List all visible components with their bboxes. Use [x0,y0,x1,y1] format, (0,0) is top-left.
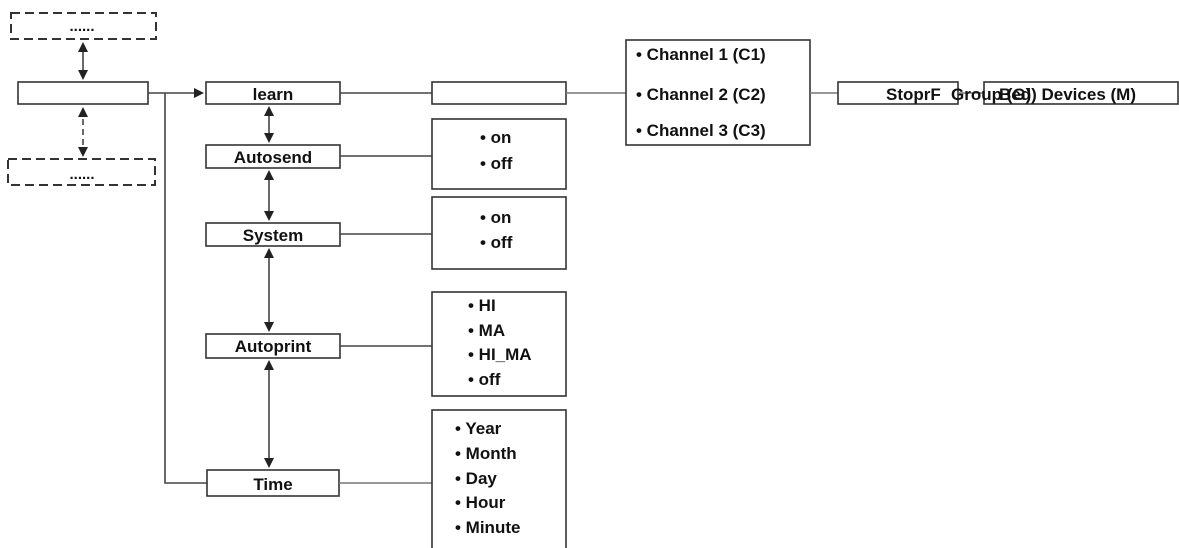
menu-item-learn-label: learn [253,85,294,104]
menu-item-autosend-label: Autosend [234,148,312,167]
time-option-month: • Month [455,444,517,463]
connector-trunk-time [164,93,207,484]
prev-menu-ellipsis: ...... [69,18,94,35]
learn-sub-node [431,81,567,105]
autosend-option-on: • on [480,128,511,147]
autosend-options-box: • on • off [431,118,567,190]
system-options-box: • on • off [431,196,567,270]
autoprint-option-off: • off [468,370,501,389]
menu-item-time: Time [206,469,340,497]
prev-menu-node: ...... [10,12,157,40]
system-option-off: • off [480,233,513,252]
devices-label: Bed) Devices (M) [999,85,1136,104]
autoprint-option-hi-ma: • HI_MA [468,345,532,364]
devices-node: Group (G) Bed) Devices (M) [951,81,1179,105]
time-option-year: • Year [455,419,502,438]
channel-2-option: • Channel 2 (C2) [636,85,766,104]
next-menu-node: ...... [7,158,156,186]
time-options-box: • Year • Month • Day • Hour • Minute [431,409,567,548]
time-option-day: • Day [455,469,497,488]
system-option-on: • on [480,208,511,227]
stop-label: StoprF [886,85,941,104]
channels-box: • Channel 1 (C1) • Channel 2 (C2) • Chan… [625,39,811,146]
menu-item-system-label: System [243,226,303,245]
autoprint-option-hi: • HI [468,296,496,315]
time-option-minute: • Minute [455,518,520,537]
menu-item-autosend: Autosend [205,144,341,169]
menu-item-learn: learn [205,81,341,105]
group-label: Group (G) [951,85,1031,104]
menu-item-time-label: Time [253,475,292,494]
time-option-hour: • Hour [455,493,506,512]
stop-node: StoprF [837,81,959,105]
menu-item-autoprint: Autoprint [205,333,341,359]
menu-item-autoprint-label: Autoprint [235,337,312,356]
autosend-option-off: • off [480,154,513,173]
autoprint-options-box: • HI • MA • HI_MA • off [431,291,567,397]
channel-3-option: • Channel 3 (C3) [636,121,766,140]
menu-item-system: System [205,222,341,247]
channel-1-option: • Channel 1 (C1) [636,45,766,64]
next-menu-ellipsis: ...... [69,166,94,183]
root-menu-node [17,81,149,105]
autoprint-option-ma: • MA [468,321,505,340]
